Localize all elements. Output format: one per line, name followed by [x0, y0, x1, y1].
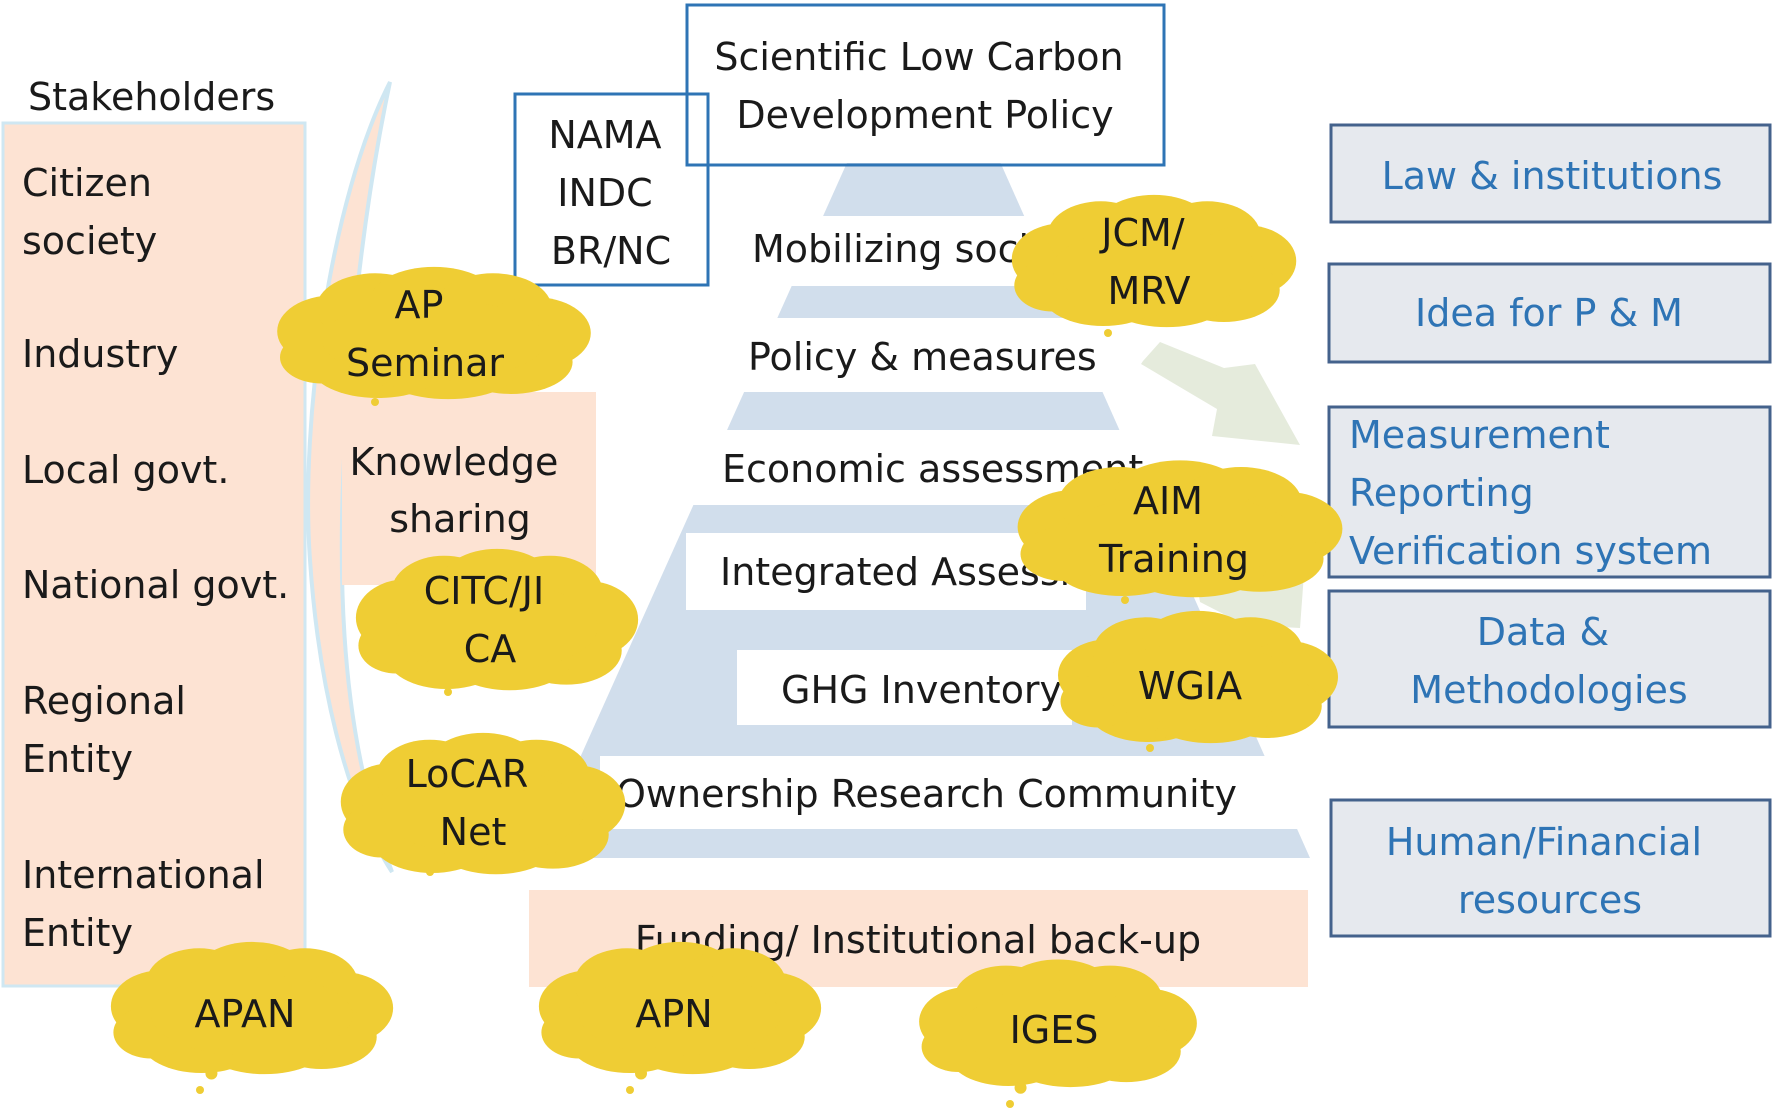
cloud-jcm-mrv-tail-1 [1112, 312, 1125, 325]
cloud-wgia-tail-1 [1154, 727, 1167, 740]
stakeholders-panel: Stakeholders Citizen society Industry Lo… [1, 75, 307, 988]
cloud-aim-training-tail-2 [1121, 596, 1129, 604]
cloud-label-citc-jica: CITC/JI CA [424, 569, 557, 671]
stakeholder-industry: Industry [22, 332, 178, 376]
cloud-wgia-tail-2 [1146, 744, 1154, 752]
program-clouds [110, 194, 1343, 1108]
cloud-locar-net-tail-2 [426, 868, 434, 876]
cloud-label-wgia: WGIA [1138, 664, 1242, 708]
cloud-wgia-puff-9 [1098, 643, 1298, 725]
cloud-jcm-mrv-puff-9 [1052, 227, 1256, 309]
data-methodologies-box [1327, 589, 1772, 729]
cloud-aim-training [1017, 460, 1343, 604]
arrow-to-mrv [1141, 342, 1300, 445]
cloud-label-apn: APN [635, 992, 712, 1036]
law-institutions-label: Law & institutions [1382, 154, 1723, 198]
pyramid-band-integrated [686, 533, 1086, 610]
knowledge-sharing-label: Knowledge sharing [350, 440, 571, 541]
data-methodologies-label: Data & Methodologies [1410, 610, 1687, 712]
cloud-iges-tail-0 [1022, 1061, 1041, 1080]
cloud-locar-net [340, 732, 626, 876]
cloud-iges-tail-2 [1006, 1100, 1014, 1108]
cloud-apn [538, 941, 822, 1094]
cloud-label-iges: IGES [1010, 1008, 1099, 1052]
cloud-jcm-mrv-tail-0 [1119, 294, 1138, 313]
cloud-citc-jica-tail-1 [452, 671, 465, 684]
mrv-box [1327, 405, 1772, 579]
cloud-ap-seminar-tail-2 [371, 398, 379, 406]
stakeholders-box [1, 121, 307, 988]
pyramid-gap-policy [600, 318, 1170, 392]
idea-pm-box [1327, 262, 1772, 364]
right-boxes: Law & institutions Idea for P & M Measur… [1327, 123, 1772, 938]
pyramid-band-ghg [737, 650, 1072, 725]
level-ghg-inventory: GHG Inventory [781, 668, 1062, 712]
cloud-locar-net-tail-1 [435, 852, 448, 865]
cloud-apan-tail-1 [205, 1067, 218, 1080]
knowledge-sharing-box [342, 392, 596, 585]
cloud-ap-seminar-puff-9 [322, 299, 546, 381]
cloud-aim-training-tail-0 [1140, 562, 1159, 581]
cloud-locar-net-tail-0 [444, 835, 463, 854]
cloud-citc-jica [355, 548, 639, 696]
cloud-wgia [1058, 610, 1338, 752]
pyramid-band-ownership [600, 756, 1300, 829]
mrv-label: Measurement Reporting Verification syste… [1349, 413, 1712, 573]
cloud-apn-tail-2 [626, 1086, 634, 1094]
cloud-label-aim-training: AIM Training [1098, 479, 1249, 581]
cloud-iges-puff-9 [958, 990, 1158, 1070]
cloud-apn-puff-9 [579, 974, 781, 1056]
cloud-citc-jica-tail-0 [461, 653, 480, 672]
cloud-ap-seminar-tail-1 [381, 382, 394, 395]
cloud-apan [110, 941, 394, 1094]
level-ownership-research-community: Ownership Research Community [616, 772, 1237, 816]
cloud-apn-tail-0 [643, 1047, 662, 1066]
top-policy-box [685, 3, 1166, 167]
cloud-locar-net-puff-9 [381, 767, 585, 855]
cloud-jcm-mrv-tail-2 [1104, 329, 1112, 337]
stakeholder-international-entity: International Entity [22, 853, 277, 955]
stakeholder-national-govt: National govt. [22, 563, 289, 607]
level-policy-measures: Policy & measures [748, 335, 1097, 379]
stakeholder-local-govt: Local govt. [22, 448, 229, 492]
cloud-aim-training-puff-9 [1064, 494, 1296, 578]
level-mobilizing: Mobilizing soci [752, 227, 1029, 271]
cloud-iges [919, 959, 1197, 1108]
program-cloud-labels: AP Seminar JCM/ MRV AIM Training CITC/JI… [195, 211, 1249, 1052]
nama-box [513, 92, 710, 287]
stakeholder-citizen-society: Citizen society [22, 161, 164, 263]
cloud-label-ap-seminar: AP Seminar [346, 283, 504, 385]
cloud-jcm-mrv [1011, 194, 1297, 337]
level-integrated-assessment: Integrated Assessi [720, 550, 1070, 594]
cloud-citc-jica-puff-9 [396, 583, 598, 671]
cloud-ap-seminar-tail-0 [392, 365, 411, 384]
cloud-apan-tail-0 [214, 1047, 233, 1066]
cloud-label-jcm-mrv: JCM/ MRV [1099, 211, 1196, 313]
human-financial-box [1329, 798, 1772, 938]
cloud-wgia-tail-0 [1162, 710, 1181, 729]
cloud-label-locar-net: LoCAR Net [406, 752, 541, 854]
cloud-apan-puff-9 [151, 974, 353, 1056]
cloud-apn-tail-1 [635, 1067, 647, 1080]
cloud-label-apan: APAN [195, 992, 296, 1036]
nama-box-label: NAMA INDC BR/NC [548, 113, 673, 273]
human-financial-label: Human/Financial resources [1386, 820, 1714, 922]
idea-pm-label: Idea for P & M [1415, 291, 1683, 335]
law-institutions-box [1329, 123, 1772, 224]
cloud-citc-jica-tail-2 [444, 688, 452, 696]
cloud-apan-tail-2 [196, 1086, 204, 1094]
top-policy-label: Scientific Low Carbon Development Policy [714, 35, 1135, 137]
stakeholders-title: Stakeholders [28, 75, 275, 119]
stakeholder-regional-entity: Regional Entity [22, 679, 198, 781]
cloud-ap-seminar [277, 266, 591, 406]
cloud-iges-tail-1 [1014, 1081, 1027, 1094]
cloud-aim-training-tail-1 [1131, 579, 1144, 592]
